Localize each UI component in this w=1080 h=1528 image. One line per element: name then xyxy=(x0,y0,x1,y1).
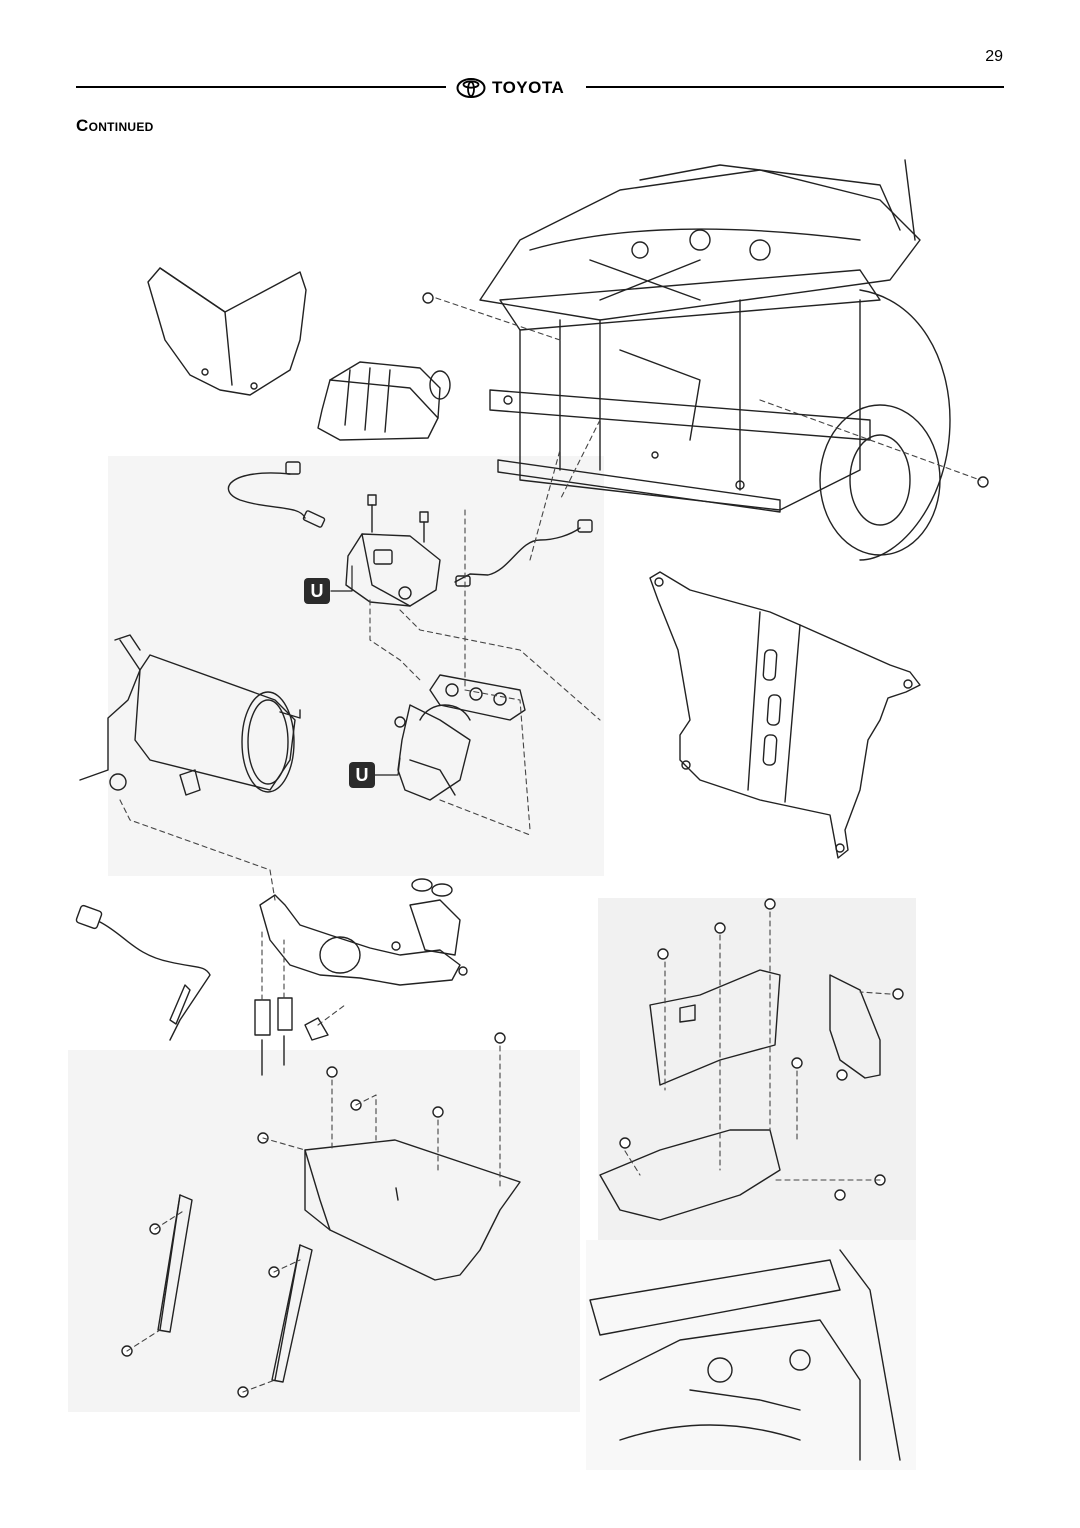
catalytic-converter xyxy=(254,878,461,1076)
section-heading: Continued xyxy=(76,116,154,135)
lower-heat-shield xyxy=(157,1139,521,1383)
brand-name: TOYOTA xyxy=(492,78,565,97)
heat-shield-upper-left xyxy=(147,267,307,396)
callout-marker-lower: U xyxy=(349,762,375,788)
engine-under-cover xyxy=(649,571,921,859)
header-rule-left xyxy=(76,86,446,88)
toyota-emblem-icon xyxy=(456,78,486,98)
engine-cover xyxy=(317,361,451,441)
vehicle-front-illustration xyxy=(479,159,951,561)
lower-cover-cluster xyxy=(599,969,881,1221)
callout-marker-upper: U xyxy=(304,578,330,604)
manifold-heat-insulator xyxy=(330,494,441,607)
muffler-assembly xyxy=(79,634,301,796)
header-rule-right xyxy=(586,86,1004,88)
page-number: 29 xyxy=(985,48,1003,65)
oxygen-sensor-mid xyxy=(454,519,593,587)
photo-background xyxy=(68,456,916,1470)
oxygen-sensor-upper xyxy=(227,461,326,528)
brand-logo: TOYOTA xyxy=(456,76,564,100)
assembly-guide-lines xyxy=(119,297,981,1393)
oxygen-sensor-lower xyxy=(75,904,211,1041)
exhaust-manifold xyxy=(373,674,526,801)
vehicle-underside-illustration xyxy=(589,1249,901,1461)
